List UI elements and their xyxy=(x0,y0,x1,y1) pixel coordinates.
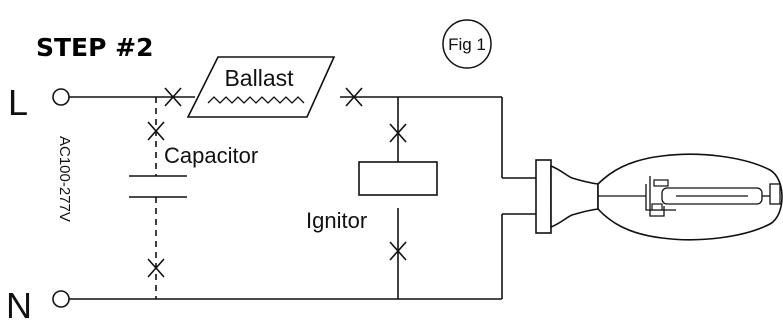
ignitor-label: Ignitor xyxy=(306,208,367,233)
lamp-socket xyxy=(535,159,599,234)
ballast-label: Ballast xyxy=(224,65,294,91)
ignitor xyxy=(358,161,438,196)
ballast-coil-icon xyxy=(207,96,305,104)
connection-x-icon xyxy=(147,258,165,278)
connection-x-icon xyxy=(164,87,182,107)
connection-x-icon xyxy=(147,121,165,141)
capacitor xyxy=(129,175,187,198)
capacitor-label: Capacitor xyxy=(164,143,258,168)
ballast: Ballast xyxy=(186,56,336,118)
supply-voltage-label: AC100-277V xyxy=(56,136,73,222)
connection-x-icon xyxy=(389,123,407,143)
neutral-terminal-label: N xyxy=(6,285,32,322)
fig-label: Fig 1 xyxy=(448,35,486,54)
hid-lamp-bulb-icon xyxy=(597,153,783,241)
line-terminal xyxy=(52,88,70,106)
connection-x-icon xyxy=(345,87,363,107)
line-terminal-label: L xyxy=(8,82,28,123)
fig-badge: Fig 1 xyxy=(442,19,492,69)
step-title: STEP #2 xyxy=(36,33,154,62)
connection-x-icon xyxy=(389,241,407,261)
neutral-terminal xyxy=(52,290,70,308)
